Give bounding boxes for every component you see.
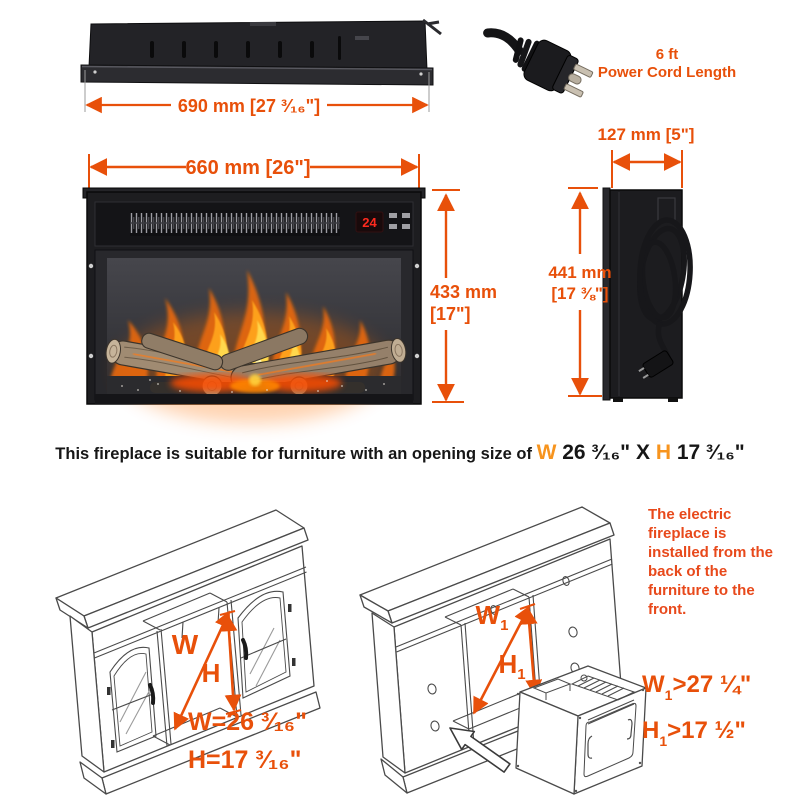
control-buttons: [389, 213, 410, 229]
insert-back-drawing: [515, 665, 647, 795]
right-cabinet-h-arrow-label: H1: [498, 649, 525, 683]
left-cabinet-dimension-text: W=26 ³⁄₁₆" H=17 ³⁄₁₆": [188, 703, 307, 779]
right-cabinet-drawing: W1 H1: [359, 506, 628, 794]
front-height-dimension: 433 mm [17"]: [430, 189, 497, 403]
front-width-dimension-label: 660 mm [26"]: [185, 157, 310, 179]
opening-requirement-w: W1>27 ¼": [642, 671, 752, 703]
opening-requirement-h: H1>17 ½": [642, 716, 746, 749]
suitability-w-letter: W: [536, 441, 557, 464]
right-cabinet-dimension-arrows: W1 H1: [472, 600, 543, 715]
ash-speckles: [121, 379, 385, 393]
left-cabinet-drawing: W H: [55, 509, 321, 795]
side-height-dimension-line1: 441 mm: [548, 263, 611, 282]
led-display: [355, 211, 384, 233]
suitability-w-value: 26 ³⁄₁₆": [556, 441, 636, 464]
opening-requirement-text: W1>27 ¼" H1>17 ½": [642, 666, 751, 758]
power-cord-caption: 6 ft Power Cord Length: [592, 46, 742, 82]
fireplace-front-view: 24: [82, 187, 426, 424]
side-depth-dimension-label: 127 mm [5"]: [598, 125, 695, 144]
front-height-dimension-line2: [17"]: [430, 304, 471, 324]
suitability-h-value: 17 ³⁄₁₆": [670, 441, 745, 464]
fireplace-side-view: [602, 187, 693, 402]
top-width-dimension-label: 690 mm [27 ³⁄₁₆"]: [178, 96, 320, 116]
side-depth-dimension: [611, 150, 683, 188]
cord-length-label: Power Cord Length: [597, 64, 737, 81]
front-view-drawing: 660 mm [26"] 24: [82, 154, 497, 424]
left-cabinet-dimension-arrows: W H: [172, 610, 242, 731]
top-width-dimension: 690 mm [27 ³⁄₁₆"]: [85, 96, 429, 116]
side-height-dimension: 441 mm [17 ⅜"]: [548, 187, 612, 397]
ember-glow: [170, 374, 342, 393]
left-cabinet-w-text: W=26 ³⁄₁₆": [188, 708, 307, 736]
install-direction-arrow: [449, 727, 511, 773]
top-vent-slots: [150, 36, 341, 60]
left-cabinet-h-text: H=17 ³⁄₁₆": [188, 746, 302, 774]
side-height-dimension-line2: [17 ⅜"]: [551, 284, 608, 303]
install-note: The electric fireplace is installed from…: [648, 506, 774, 618]
fireplace-top-view: [80, 18, 442, 86]
left-door-handle: [148, 638, 249, 705]
suitability-sentence: This fireplace is suitable for furniture…: [55, 445, 537, 463]
left-cabinet-w-arrow-label: W: [172, 629, 199, 660]
led-display-value: 24: [362, 215, 377, 230]
front-height-dimension-line1: 433 mm: [430, 282, 497, 302]
power-cord-coil: [637, 217, 693, 359]
power-plug-icon: [483, 28, 594, 98]
left-cabinet-h-arrow-label: H: [202, 658, 221, 688]
side-plug: [638, 350, 674, 379]
suitability-h-letter: H: [655, 441, 671, 464]
suitability-separator: X: [635, 441, 656, 464]
right-cabinet-w-arrow-label: W1: [476, 600, 509, 634]
frame-screws: [88, 263, 420, 359]
top-view-drawing: 690 mm [27 ³⁄₁₆"]: [80, 18, 442, 116]
side-view-drawing: 127 mm [5"]: [548, 125, 695, 402]
insert-screws: [516, 688, 645, 793]
cord-length-value: 6 ft: [655, 46, 679, 63]
mounting-hook: [422, 18, 442, 36]
door-hinges: [107, 604, 296, 748]
suitability-heading: This fireplace is suitable for furniture…: [0, 441, 800, 465]
front-width-dimension: 660 mm [26"]: [88, 154, 420, 190]
